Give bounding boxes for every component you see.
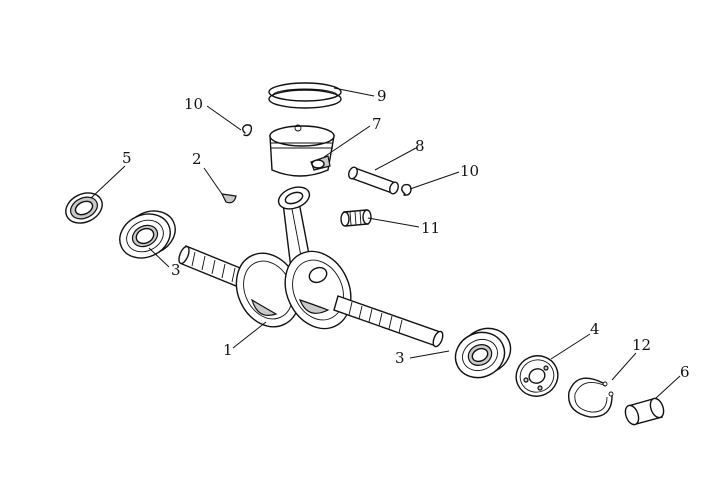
callout-11: 11	[421, 219, 440, 237]
piston-pin-circlip-right	[401, 183, 412, 196]
callout-8: 8	[415, 137, 425, 155]
needle-bearing	[340, 209, 372, 227]
callout-12: 12	[632, 336, 651, 354]
callout-3-right: 3	[395, 349, 405, 367]
callout-3-left: 3	[171, 261, 181, 279]
piston-pin-circlip-left	[242, 124, 253, 137]
callout-6: 6	[680, 363, 690, 381]
oil-seal-right	[515, 355, 559, 397]
leader-lines	[90, 87, 681, 399]
callout-labels: 1 2 3 3 4 5 6 7 8 9 10 10 11 12	[122, 87, 690, 381]
callout-1: 1	[223, 341, 233, 359]
callout-2: 2	[192, 150, 202, 168]
crankshaft-assembly	[178, 186, 444, 348]
callout-4: 4	[590, 320, 600, 338]
piston	[269, 124, 335, 177]
callout-5: 5	[122, 149, 132, 167]
callout-10-right: 10	[460, 162, 479, 180]
retaining-ring	[567, 377, 614, 418]
callout-10-top: 10	[184, 95, 203, 113]
piston-pin	[348, 166, 399, 195]
ball-bearing-right	[454, 327, 512, 379]
sleeve-bushing	[624, 397, 665, 426]
woodruff-key	[220, 193, 237, 204]
callout-7: 7	[372, 115, 382, 133]
piston-ring	[268, 82, 342, 109]
callout-9: 9	[377, 87, 387, 105]
ball-bearing-left	[119, 210, 176, 259]
oil-seal-left	[65, 192, 103, 224]
